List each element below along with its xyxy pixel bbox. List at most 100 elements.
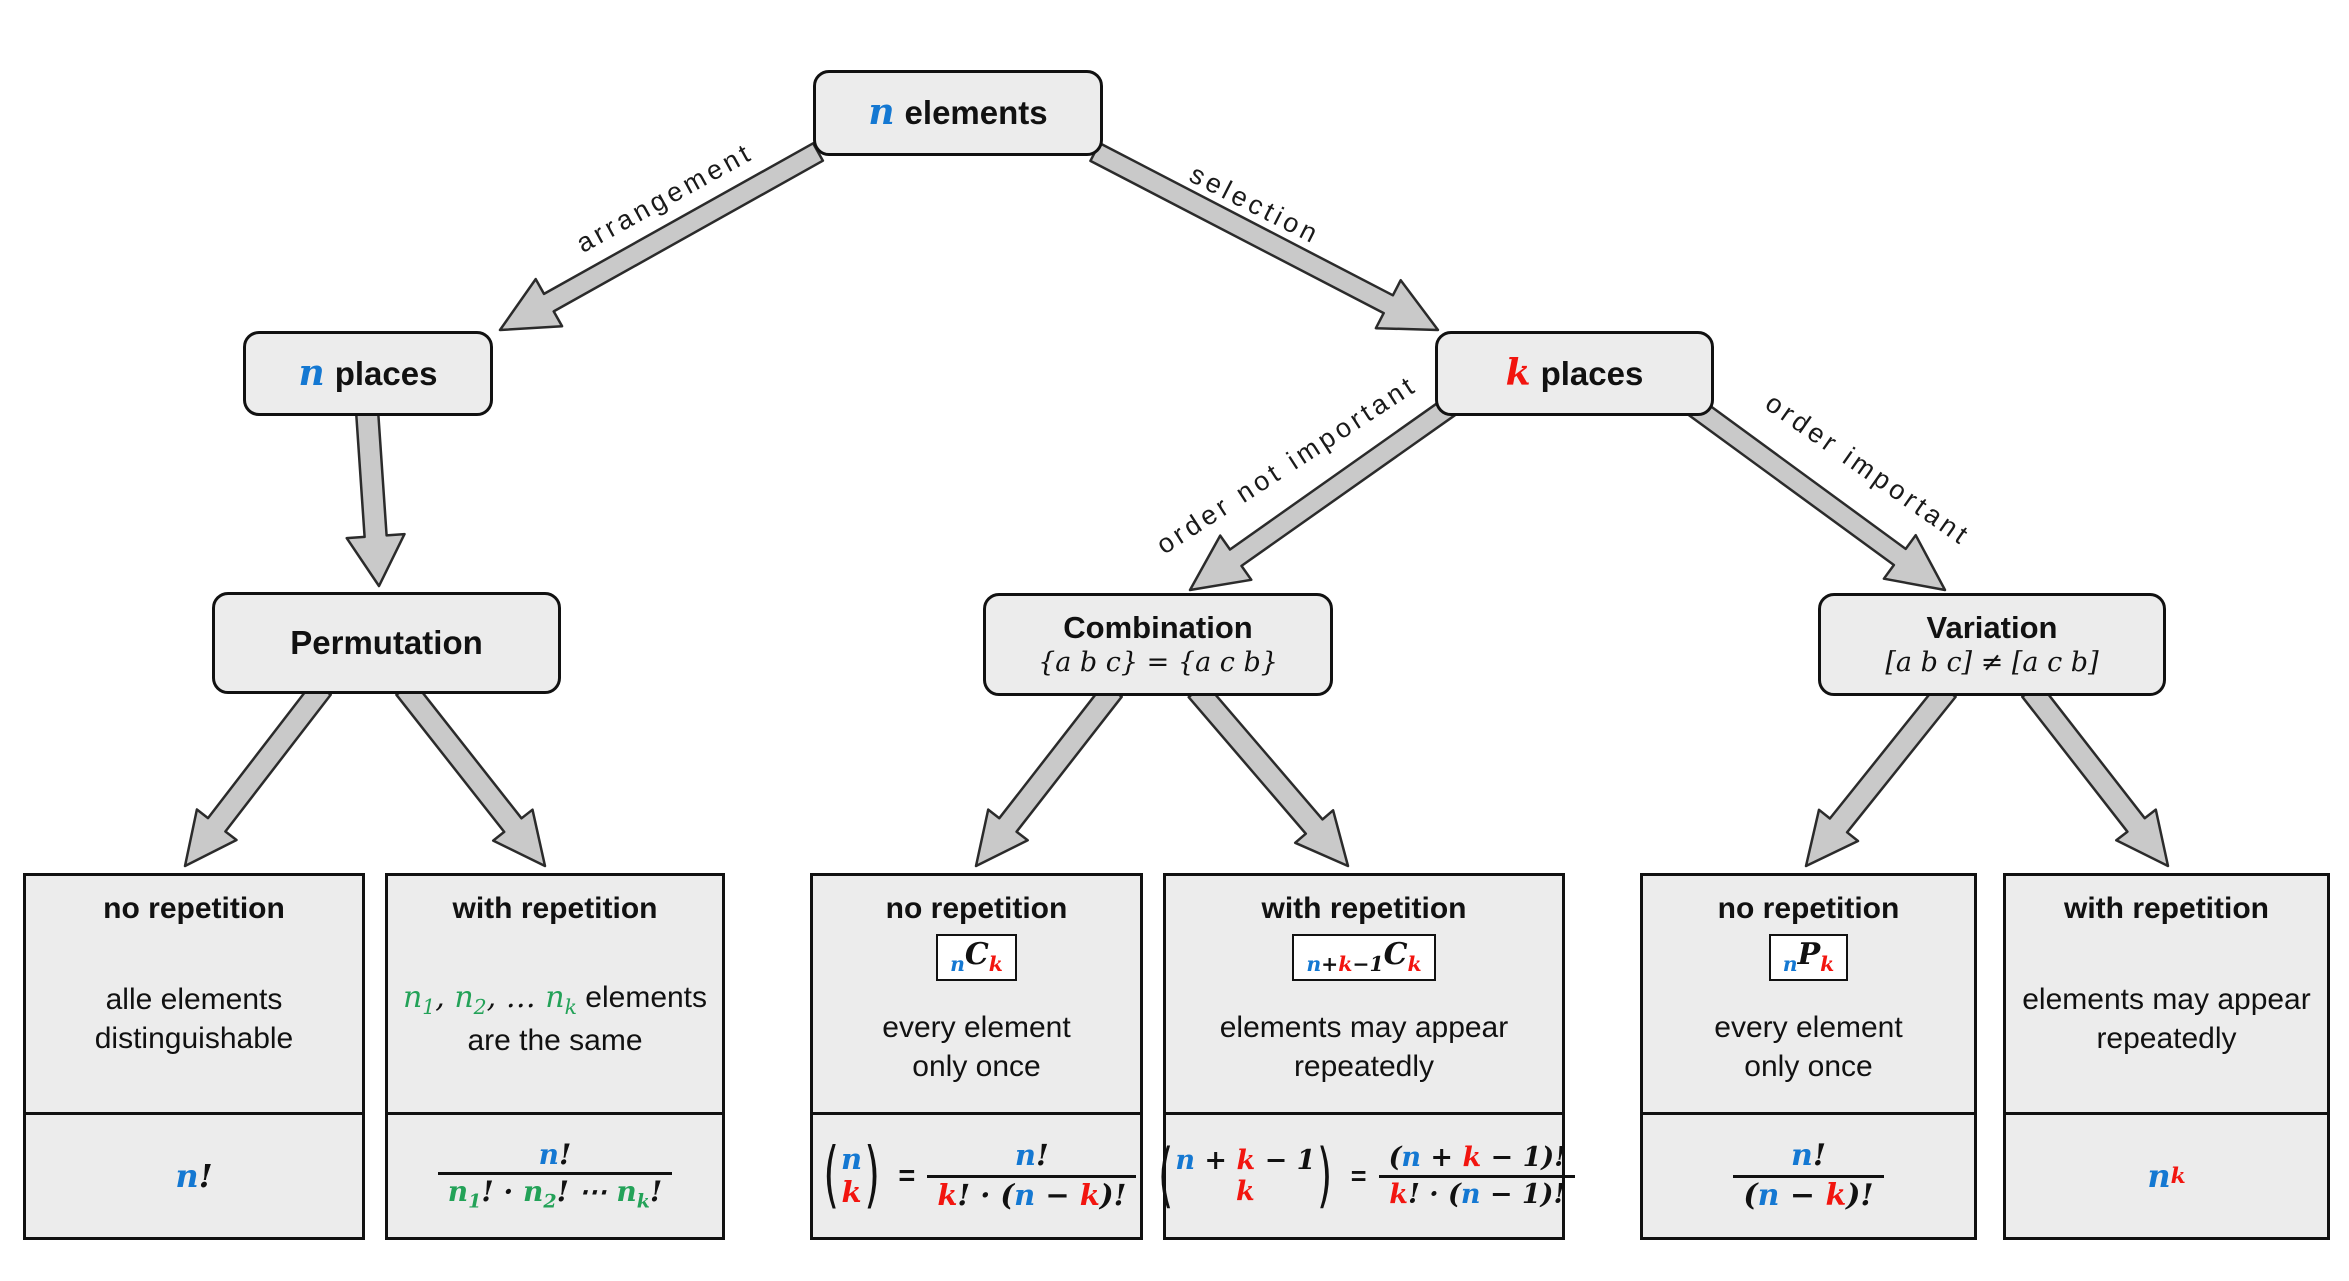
math-token: n (616, 1174, 637, 1208)
math-token: − (1035, 1177, 1080, 1212)
node-label: places (334, 354, 438, 392)
leaf-body: elements may appear repeatedly (2022, 980, 2311, 1058)
math-token: n (1782, 952, 1798, 976)
math-token: 1 (422, 995, 436, 1020)
fraction-numerator: n! (1781, 1138, 1836, 1175)
leaf-heading: with repetition (452, 892, 658, 925)
node-label: places (1540, 354, 1644, 392)
node-permutation: Permutation (212, 592, 561, 694)
badge-subscript: n+k−1 (1306, 952, 1383, 976)
leaf-variation-with-repetition: with repetition elements may appear repe… (2003, 873, 2330, 1240)
math-token: n (1306, 952, 1322, 976)
math-token: n (447, 1174, 469, 1208)
right-paren: ) (864, 1133, 881, 1218)
body-line: distinguishable (94, 1022, 294, 1055)
body-text: elements (576, 981, 708, 1015)
arrow-connector (2021, 681, 2170, 868)
math-token: ! · (481, 1174, 523, 1208)
math-token: ! (1812, 1138, 1826, 1173)
fraction-denominator: n1! · n2! ⋯ nk! (437, 1171, 673, 1213)
math-token: − 1 (1255, 1144, 1316, 1176)
leaf-combination-no-repetition: no repetition nCk every element only onc… (810, 873, 1143, 1240)
math-token: n (522, 1174, 544, 1208)
math-token: C (964, 937, 989, 972)
arrow-connector (183, 680, 332, 868)
leaf-body: every element only once (1714, 1008, 1902, 1086)
leaf-variation-no-repetition: no repetition nPk every element only onc… (1640, 873, 1977, 1240)
math-token: ! (1035, 1138, 1049, 1173)
math-token: n (840, 1141, 863, 1176)
node-title: Combination (1063, 610, 1253, 646)
math-token: n (538, 1137, 560, 1171)
fraction: n! (n − k)! (1733, 1138, 1884, 1213)
body-line: alle elements (105, 983, 283, 1016)
math-token: n (1175, 1144, 1196, 1176)
leaf-combination-with-repetition: with repetition n+k−1Ck elements may app… (1158, 873, 1576, 1240)
leaf-body: elements may appear repeatedly (1220, 1008, 1509, 1086)
binomial-top: n + k − 1 (1175, 1145, 1315, 1176)
fraction: (n + k − 1)! k! · (n − 1)! (1379, 1142, 1576, 1210)
math-token: n (402, 980, 423, 1016)
math-token: n (1791, 1138, 1813, 1173)
equals-sign: = (1350, 1160, 1367, 1191)
node-subtitle: [a b c] ≠ [a c b] (1885, 647, 2099, 679)
body-line: only once (1744, 1049, 1873, 1083)
math-token: k (1079, 1177, 1100, 1212)
math-token: 2 (543, 1190, 557, 1213)
math-token: − (1779, 1177, 1826, 1213)
leaf-heading: with repetition (2064, 892, 2269, 925)
formula-n-factorial: n! (26, 1112, 362, 1237)
math-token: ( (1743, 1177, 1758, 1213)
math-token: k (937, 1177, 958, 1212)
body-line: repeatedly (1293, 1049, 1435, 1083)
math-token: n (1757, 1177, 1780, 1213)
fraction: n! n1! · n2! ⋯ nk! (437, 1137, 673, 1214)
math-token: n (545, 980, 565, 1016)
body-line: every element (882, 1010, 1071, 1044)
math-token: ! ⋯ (556, 1174, 617, 1208)
body-line: only once (912, 1049, 1041, 1083)
formula-multinomial: n! n1! · n2! ⋯ nk! (388, 1112, 722, 1237)
math-token: −1 (1352, 952, 1384, 976)
math-token: n (175, 1157, 199, 1195)
arrow-connector (395, 679, 547, 868)
leaf-heading: no repetition (885, 892, 1068, 925)
node-label: elements (904, 94, 1048, 132)
math-token: n (1460, 1178, 1481, 1210)
math-token: k (988, 952, 1003, 976)
node-title: Permutation (290, 623, 483, 661)
math-token: k (1462, 1142, 1482, 1174)
arrow-connector (1089, 141, 1440, 332)
badge-nCk: nCk (936, 934, 1017, 981)
math-token: ! (198, 1157, 213, 1195)
fraction: n! k! · (n − k)! (927, 1138, 1137, 1213)
fraction-numerator: n! (529, 1137, 582, 1172)
math-token: k (1236, 1144, 1256, 1176)
fraction-denominator: k! · (n − k)! (927, 1174, 1137, 1213)
fraction-numerator: (n + k − 1)! (1379, 1142, 1576, 1174)
math-token: n (1014, 1138, 1036, 1173)
math-token: )! (1541, 1142, 1567, 1174)
var-k: k (1505, 351, 1531, 394)
body-line: every element (1714, 1010, 1903, 1044)
leaf-heading: no repetition (1717, 892, 1900, 925)
math-token: , (435, 980, 455, 1016)
math-token: ! (559, 1137, 572, 1171)
right-paren: ) (1317, 1134, 1333, 1217)
left-paren: ( (1158, 1134, 1174, 1217)
badge-nPk: nPk (1768, 934, 1849, 981)
math-token: k (1389, 1178, 1408, 1210)
math-token: n (950, 952, 965, 976)
arrow-connector (498, 142, 825, 332)
body-line: elements may appear (2022, 983, 2311, 1016)
math-token: n (1014, 1177, 1036, 1212)
math-token: )! (1846, 1177, 1874, 1213)
leaf-body: alle elements distinguishable (95, 980, 293, 1058)
math-token: n (454, 980, 474, 1016)
node-subtitle: {a b c} = {a c b} (1038, 647, 1278, 679)
node-n-places: n places (243, 331, 493, 416)
